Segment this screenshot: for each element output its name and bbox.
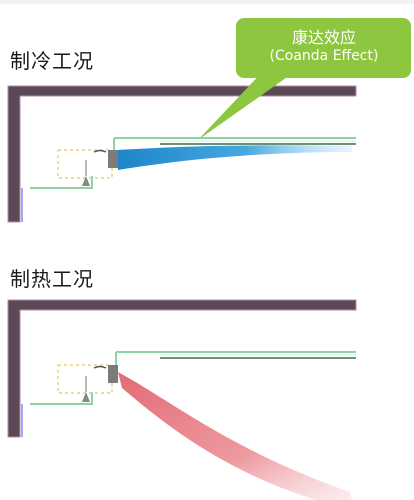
cooling-support: [82, 176, 90, 186]
cool-airflow: [118, 145, 352, 170]
heat-airflow: [118, 372, 352, 500]
heating-wall: [7, 299, 357, 438]
heating-ceiling-outline: [30, 392, 93, 405]
cooling-diagram: [7, 68, 357, 223]
top-divider: [0, 0, 414, 4]
heating-support: [82, 392, 90, 402]
heating-title: 制热工况: [10, 267, 94, 291]
cooling-title: 制冷工况: [10, 49, 94, 73]
heating-diagram: [7, 299, 357, 500]
callout-pointer: [198, 68, 300, 140]
cooling-ceiling-outline: [30, 176, 93, 189]
heating-ac-unit: [57, 364, 113, 394]
cooling-wall: [7, 85, 357, 223]
heating-outlet: [108, 365, 118, 383]
callout-title: 康达效应: [291, 28, 356, 47]
callout-box: [236, 18, 411, 78]
cooling-outlet: [108, 150, 118, 168]
heating-hanger: [93, 365, 107, 369]
callout-subtitle: (Coanda Effect): [269, 48, 379, 64]
cooling-hanger: [93, 149, 107, 153]
cooling-ac-unit: [57, 149, 113, 179]
